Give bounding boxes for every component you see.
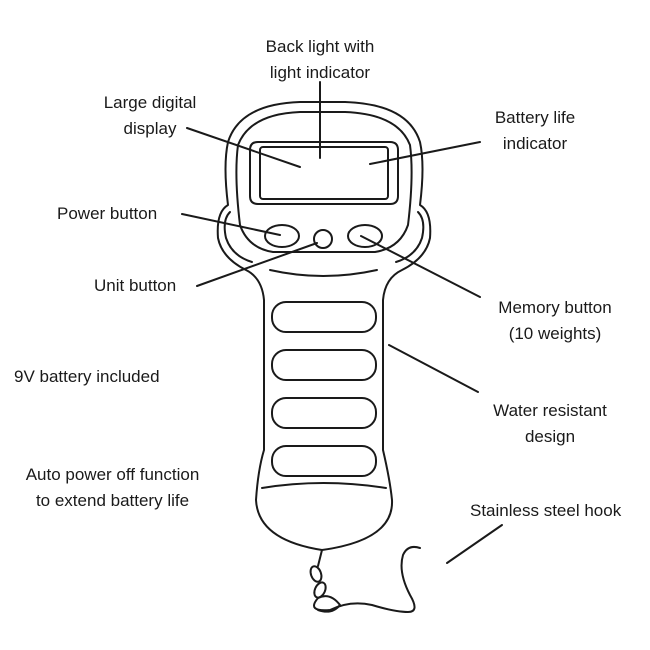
- leader-water-resistant: [388, 344, 479, 393]
- label-back-light: Back light with light indicator: [265, 37, 375, 82]
- chain-link-2: [309, 565, 323, 583]
- display-window-outer: [249, 141, 399, 205]
- label-battery-included: 9V battery included: [14, 367, 160, 386]
- hook-eye: [317, 595, 341, 613]
- label-auto-power-off: Auto power off function to extend batter…: [25, 465, 200, 510]
- label-power-button: Power button: [57, 204, 158, 223]
- chain-link-3: [313, 581, 327, 599]
- leader-hook: [446, 524, 503, 564]
- leader-memory-button: [360, 235, 481, 298]
- right-grip-panel: [395, 211, 425, 263]
- power-button-shape: [264, 224, 300, 248]
- label-water-resistant: Water resistant design: [493, 401, 607, 446]
- neck-line: [269, 269, 378, 277]
- leader-large-display: [186, 127, 301, 168]
- label-memory-button: Memory button (10 weights): [498, 298, 612, 343]
- hook-shape: [313, 545, 421, 613]
- left-grip-panel: [223, 211, 253, 263]
- grip-slot-1: [271, 301, 377, 333]
- leader-power-button: [181, 213, 281, 236]
- label-unit-button: Unit button: [94, 276, 177, 295]
- label-large-display: Large digital display: [103, 93, 197, 138]
- unit-button-shape: [313, 229, 333, 249]
- leader-battery-indicator: [369, 141, 481, 165]
- label-battery-indicator: Battery life indicator: [494, 108, 576, 153]
- display-screen: [259, 146, 389, 200]
- chain-link-1: [317, 549, 323, 567]
- leader-unit-button: [196, 242, 318, 287]
- grip-slot-2: [271, 349, 377, 381]
- memory-button-shape: [347, 224, 383, 248]
- label-hook: Stainless steel hook: [470, 501, 622, 520]
- grip-slot-4: [271, 445, 377, 477]
- bottom-bulb-line: [261, 482, 387, 489]
- grip-slot-3: [271, 397, 377, 429]
